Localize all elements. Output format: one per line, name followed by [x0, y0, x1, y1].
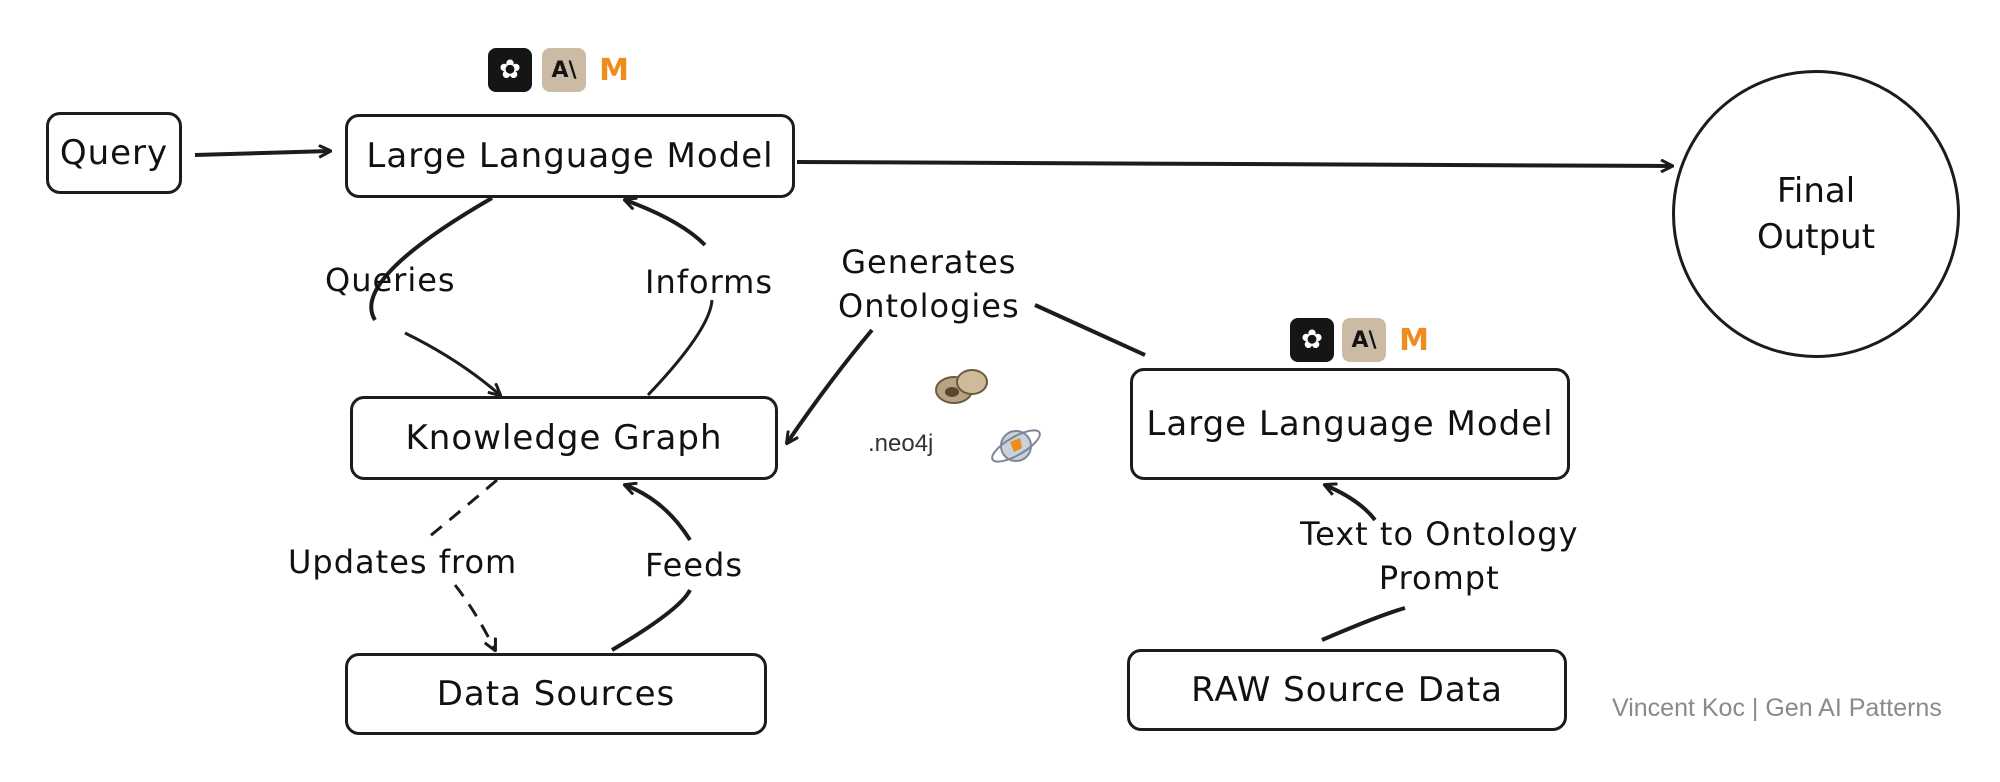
arrow-informs — [646, 299, 714, 397]
llm-main-label: Large Language Model — [366, 136, 774, 176]
final-output-node: Final Output — [1672, 70, 1960, 358]
anthropic-icon-text: A\ — [1351, 327, 1377, 353]
anthropic-icon-text: A\ — [551, 57, 577, 83]
avocado-icon — [935, 369, 988, 404]
raw-source-node: RAW Source Data — [1127, 649, 1567, 731]
mistral-icon: M — [592, 48, 636, 92]
generates-ontologies-label: Generates Ontologies — [838, 240, 1020, 328]
final-output-line2: Output — [1756, 217, 1876, 257]
generates-line2: Ontologies — [838, 287, 1020, 325]
updates-from-label: Updates from — [288, 543, 518, 581]
raw-source-label: RAW Source Data — [1191, 670, 1503, 710]
arrow-prompt — [1321, 606, 1406, 642]
arrow-queries — [369, 196, 494, 322]
llm-main-node: Large Language Model — [345, 114, 795, 198]
arrow-llm-to-output — [796, 162, 1672, 166]
arrow-query-to-llm — [194, 151, 330, 155]
arrow-generates-ontologies — [1034, 303, 1146, 357]
anthropic-icon: A\ — [1342, 318, 1386, 362]
data-sources-label: Data Sources — [436, 674, 676, 714]
llm-secondary-label: Large Language Model — [1146, 404, 1554, 444]
prompt-line2: Prompt — [1378, 559, 1500, 597]
openai-icon: ✿ — [1290, 318, 1334, 362]
mistral-icon-text: M — [599, 52, 629, 88]
final-output-line1: Final — [1776, 171, 1856, 211]
credit-text: Vincent Koc | Gen AI Patterns — [1612, 694, 1942, 722]
query-node: Query — [46, 112, 182, 194]
openai-icon: ✿ — [488, 48, 532, 92]
informs-label: Informs — [645, 263, 773, 301]
arrow-feeds — [610, 589, 692, 652]
prompt-line1: Text to Ontology — [1300, 515, 1579, 553]
knowledge-graph-node: Knowledge Graph — [350, 396, 778, 480]
arrow-updates-from — [424, 478, 498, 542]
feeds-label: Feeds — [645, 546, 744, 584]
neo4j-logo-text: .neo4j — [868, 430, 934, 457]
anthropic-icon: A\ — [542, 48, 586, 92]
mistral-icon: M — [1392, 318, 1436, 362]
mistral-icon-text: M — [1399, 322, 1429, 358]
prompt-label: Text to Ontology Prompt — [1300, 512, 1579, 600]
neo4j-logo: .neo4j — [868, 430, 933, 458]
knowledge-graph-label: Knowledge Graph — [405, 418, 723, 458]
llm-secondary-node: Large Language Model — [1130, 368, 1570, 480]
data-sources-node: Data Sources — [345, 653, 767, 735]
queries-label: Queries — [325, 261, 456, 299]
query-node-label: Query — [59, 133, 169, 173]
generates-line1: Generates — [841, 243, 1017, 281]
planet-icon — [991, 429, 1041, 463]
